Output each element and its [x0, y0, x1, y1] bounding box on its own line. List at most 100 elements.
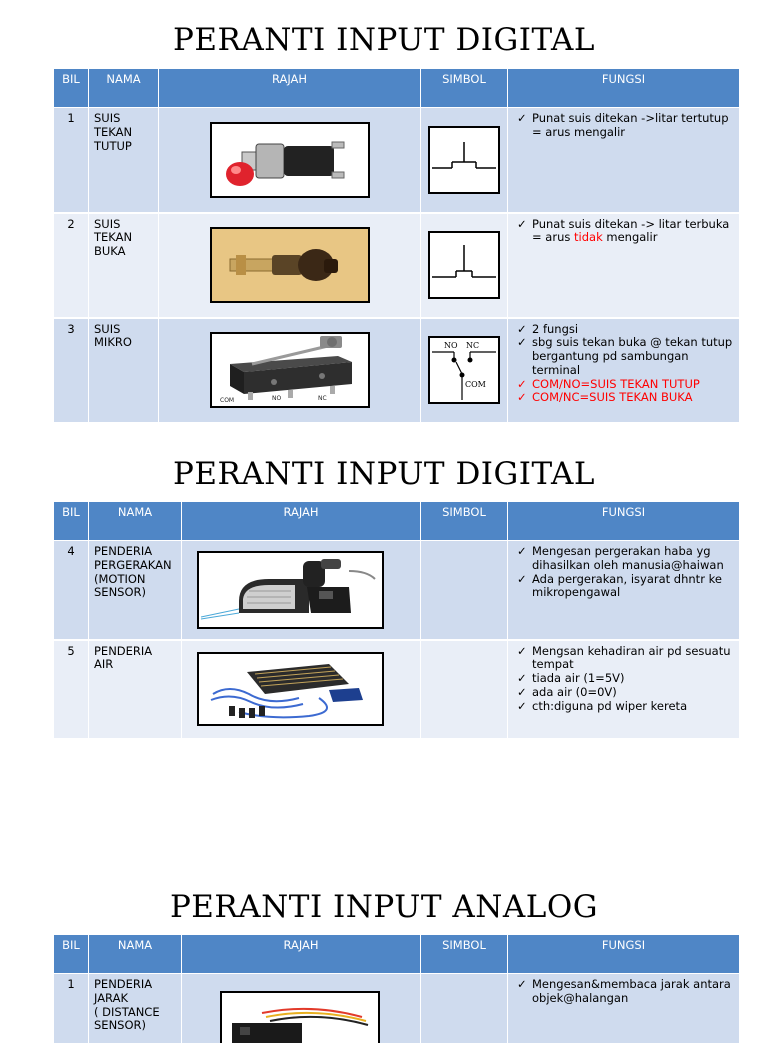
header-bil: BIL: [53, 934, 89, 974]
header-fungsi: FUNGSI: [507, 934, 740, 974]
water-sensor-image: [197, 652, 384, 726]
device-image-cell: COM NO NC: [158, 317, 421, 424]
symbol-cell: [420, 107, 508, 214]
table-header-row: BIL NAMA RAJAH SIMBOL FUNGSI: [53, 501, 740, 541]
function-cell: Punat suis ditekan ->litar tertutup = ar…: [507, 107, 740, 214]
row-number: 1: [53, 107, 89, 214]
device-name-line: ( DISTANCE: [94, 1004, 160, 1019]
function-item-highlight: COM/NC=SUIS TEKAN BUKA: [513, 391, 734, 405]
device-name-line: TEKAN: [94, 124, 133, 139]
device-name-line: SUIS: [94, 216, 121, 231]
header-simbol: SIMBOL: [420, 68, 508, 108]
header-simbol: SIMBOL: [420, 934, 508, 974]
device-name: SUIS TEKAN BUKA: [88, 212, 159, 319]
device-image-cell: [158, 107, 421, 214]
device-name-line: PENDERIA: [94, 544, 153, 558]
header-rajah: RAJAH: [181, 934, 421, 974]
device-name: PENDERIA PERGERAKAN (MOTION SENSOR): [88, 540, 182, 641]
symbol-cell: NO NC COM: [420, 317, 508, 424]
row-number: 5: [53, 639, 89, 740]
header-fungsi: FUNGSI: [507, 501, 740, 541]
header-simbol: SIMBOL: [420, 501, 508, 541]
table-row: 2 SUIS TEKAN BUKA: [53, 212, 740, 319]
symbol-label-no: NO: [444, 341, 458, 350]
device-name: SUIS MIKRO: [88, 317, 159, 424]
header-bil: BIL: [53, 68, 89, 108]
table-header-row: BIL NAMA RAJAH SIMBOL FUNGSI: [53, 68, 740, 108]
row-number: 1: [53, 973, 89, 1045]
table-row: 3 SUIS MIKRO: [53, 317, 740, 424]
device-image-cell: [181, 540, 421, 641]
function-item: Mengesan&membaca jarak antara objek@hala…: [513, 977, 734, 1006]
digital-table-1: BIL NAMA RAJAH SIMBOL FUNGSI 1 SUIS TEKA…: [53, 68, 740, 424]
device-name-line: SENSOR): [94, 1018, 146, 1033]
header-bil: BIL: [53, 501, 89, 541]
header-rajah: RAJAH: [181, 501, 421, 541]
micro-label-nc: NC: [318, 395, 327, 402]
push-button-normally-closed-image: [209, 121, 370, 198]
row-number: 3: [53, 317, 89, 424]
function-cell: 2 fungsi sbg suis tekan buka @ tekan tut…: [507, 317, 740, 424]
device-name-line: SENSOR): [94, 585, 146, 600]
device-name-line: TEKAN: [94, 230, 133, 245]
header-nama: NAMA: [88, 68, 159, 108]
function-item-highlight: COM/NO=SUIS TEKAN TUTUP: [513, 377, 734, 392]
normally-closed-switch-symbol: [428, 125, 500, 194]
header-nama: NAMA: [88, 934, 182, 974]
section3-title: PERANTI INPUT ANALOG: [169, 889, 599, 925]
device-name-line: PENDERIA: [94, 643, 153, 658]
symbol-cell: [420, 540, 508, 641]
device-name-line: TUTUP: [94, 138, 132, 153]
device-name-line: BUKA: [94, 244, 126, 259]
section2-title: PERANTI INPUT DIGITAL: [172, 456, 596, 492]
device-name-line: AIR: [94, 657, 114, 672]
function-cell: Mengesan&membaca jarak antara objek@hala…: [507, 973, 740, 1045]
table-row: 4 PENDERIA PERGERAKAN (MOTION SENSOR): [53, 540, 740, 641]
table-row: 5 PENDERIA AIR: [53, 639, 740, 740]
micro-switch-symbol: NO NC COM: [428, 336, 500, 404]
micro-label-com: COM: [220, 397, 234, 404]
function-item: Mengsan kehadiran air pd sesuatu tempat: [513, 644, 734, 673]
header-rajah: RAJAH: [158, 68, 421, 108]
symbol-cell: [420, 639, 508, 740]
function-item: tiada air (1=5V): [513, 671, 734, 686]
symbol-label-com: COM: [465, 380, 486, 389]
device-name-line: MIKRO: [94, 335, 132, 350]
section1-title: PERANTI INPUT DIGITAL: [172, 22, 596, 58]
function-item: Punat suis ditekan ->litar tertutup = ar…: [513, 111, 734, 140]
device-name: PENDERIA JARAK ( DISTANCE SENSOR): [88, 973, 182, 1045]
analog-table: BIL NAMA RAJAH SIMBOL FUNGSI 1 PENDERIA …: [53, 934, 740, 1045]
device-name: PENDERIA AIR: [88, 639, 182, 740]
push-button-normally-open-image: [209, 227, 370, 303]
function-item: cth:diguna pd wiper kereta: [513, 699, 734, 714]
device-image-cell: [158, 212, 421, 319]
device-name-line: SUIS: [94, 321, 121, 336]
emphasis-word: tidak: [574, 230, 603, 245]
symbol-cell: [420, 973, 508, 1045]
micro-label-no: NO: [272, 395, 281, 402]
row-number: 4: [53, 540, 89, 641]
header-nama: NAMA: [88, 501, 182, 541]
function-item: ada air (0=0V): [513, 685, 734, 700]
device-image-cell: [181, 639, 421, 740]
device-name-line: PENDERIA: [94, 977, 153, 991]
table-row: 1 SUIS TEKAN TUTUP: [53, 107, 740, 214]
digital-table-2: BIL NAMA RAJAH SIMBOL FUNGSI 4 PENDERIA …: [53, 501, 740, 740]
function-item: Mengesan pergerakan haba yg dihasilkan o…: [513, 544, 734, 573]
function-cell: Mengesan pergerakan haba yg dihasilkan o…: [507, 540, 740, 641]
function-cell: Mengsan kehadiran air pd sesuatu tempat …: [507, 639, 740, 740]
motion-sensor-image: [197, 550, 384, 629]
distance-sensor-image: [220, 990, 380, 1043]
table-header-row: BIL NAMA RAJAH SIMBOL FUNGSI: [53, 934, 740, 974]
function-cell: Punat suis ditekan -> litar terbuka = ar…: [507, 212, 740, 319]
function-item: Punat suis ditekan -> litar terbuka = ar…: [513, 217, 734, 246]
device-name-line: (MOTION: [94, 571, 146, 586]
function-item: sbg suis tekan buka @ tekan tutup bergan…: [513, 335, 734, 377]
device-name-line: PERGERAKAN: [94, 557, 172, 572]
function-item: 2 fungsi: [513, 322, 734, 337]
function-item: Ada pergerakan, isyarat dhntr ke mikrope…: [513, 572, 734, 601]
device-name-line: JARAK: [94, 990, 128, 1005]
device-image-cell: [181, 973, 421, 1045]
device-name: SUIS TEKAN TUTUP: [88, 107, 159, 214]
header-fungsi: FUNGSI: [507, 68, 740, 108]
